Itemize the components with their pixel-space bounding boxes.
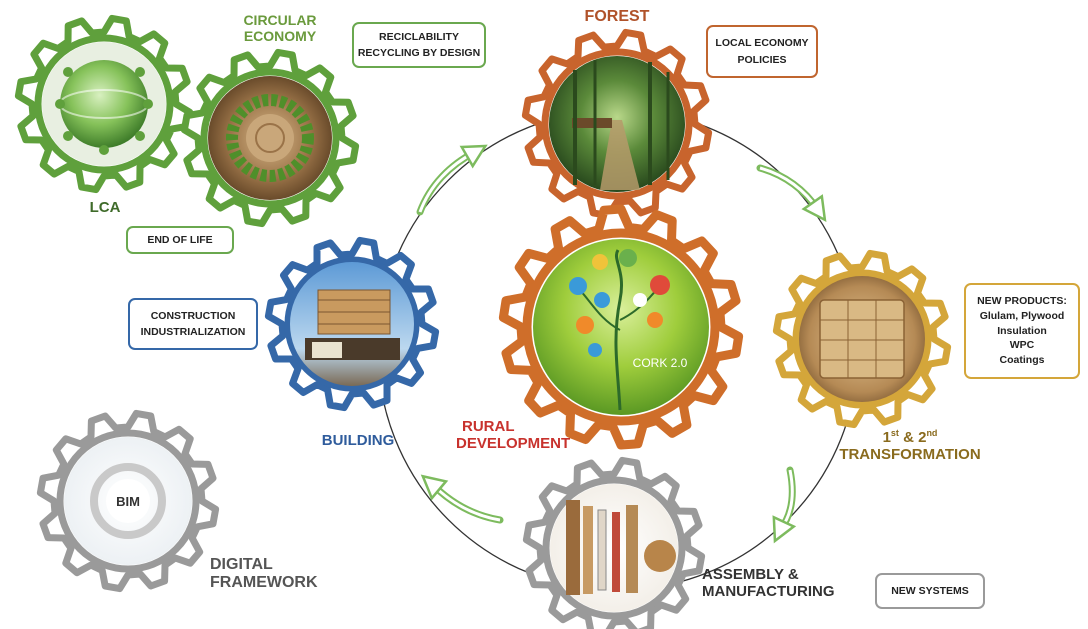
cork-logo-text: CORK 2.0 — [633, 356, 688, 370]
bim-logo-text: BIM — [116, 494, 140, 509]
gear-building-rim — [284, 256, 420, 392]
circular-economy-image — [208, 76, 332, 200]
end-of-life-box: END OF LIFE — [126, 226, 234, 254]
arrow-building-to-forest — [416, 144, 488, 216]
new-systems-box: NEW SYSTEMS — [875, 573, 985, 609]
gear-center-rim — [522, 228, 720, 426]
gear-assembly-rim — [542, 476, 686, 620]
transformation-label: 1st & 2nd TRANSFORMATION — [839, 428, 981, 464]
center-image — [533, 239, 709, 415]
gear-transformation-rim — [792, 269, 932, 409]
transformation-image — [799, 276, 925, 402]
digital-framework-label: DIGITAL FRAMEWORK — [210, 556, 318, 592]
circular-economy-label: CIRCULAR ECONOMY — [243, 12, 317, 45]
forest-image — [549, 56, 685, 192]
lca-label: LCA — [89, 199, 121, 216]
gear-digital-framework-rim — [56, 429, 200, 573]
lca-image — [42, 42, 166, 166]
construction-box: CONSTRUCTION INDUSTRIALIZATION — [128, 298, 258, 350]
bim-image — [64, 437, 192, 565]
arrow-assembly-to-building — [420, 474, 504, 524]
building-image — [290, 262, 414, 386]
reciclability-box: RECICLABILITY RECYCLING BY DESIGN — [352, 22, 486, 68]
building-label: BUILDING — [321, 432, 395, 449]
gear-lca-rim — [34, 34, 174, 174]
assembly-label: ASSEMBLY & MANUFACTURING — [702, 566, 835, 601]
arrow-forest-to-transformation — [756, 164, 827, 223]
gear-circular-economy-rim — [200, 68, 340, 208]
gear-forest-rim — [541, 48, 693, 200]
local-economy-box: LOCAL ECONOMY POLICIES — [706, 25, 818, 78]
new-products-box: NEW PRODUCTS: Glulam, Plywood Insulation… — [964, 283, 1080, 379]
assembly-image — [550, 484, 678, 612]
forest-label: FOREST — [584, 8, 650, 25]
arrow-transformation-to-assembly — [772, 466, 797, 544]
rural-development-label: RURAL DEVELOPMENT — [456, 418, 571, 453]
